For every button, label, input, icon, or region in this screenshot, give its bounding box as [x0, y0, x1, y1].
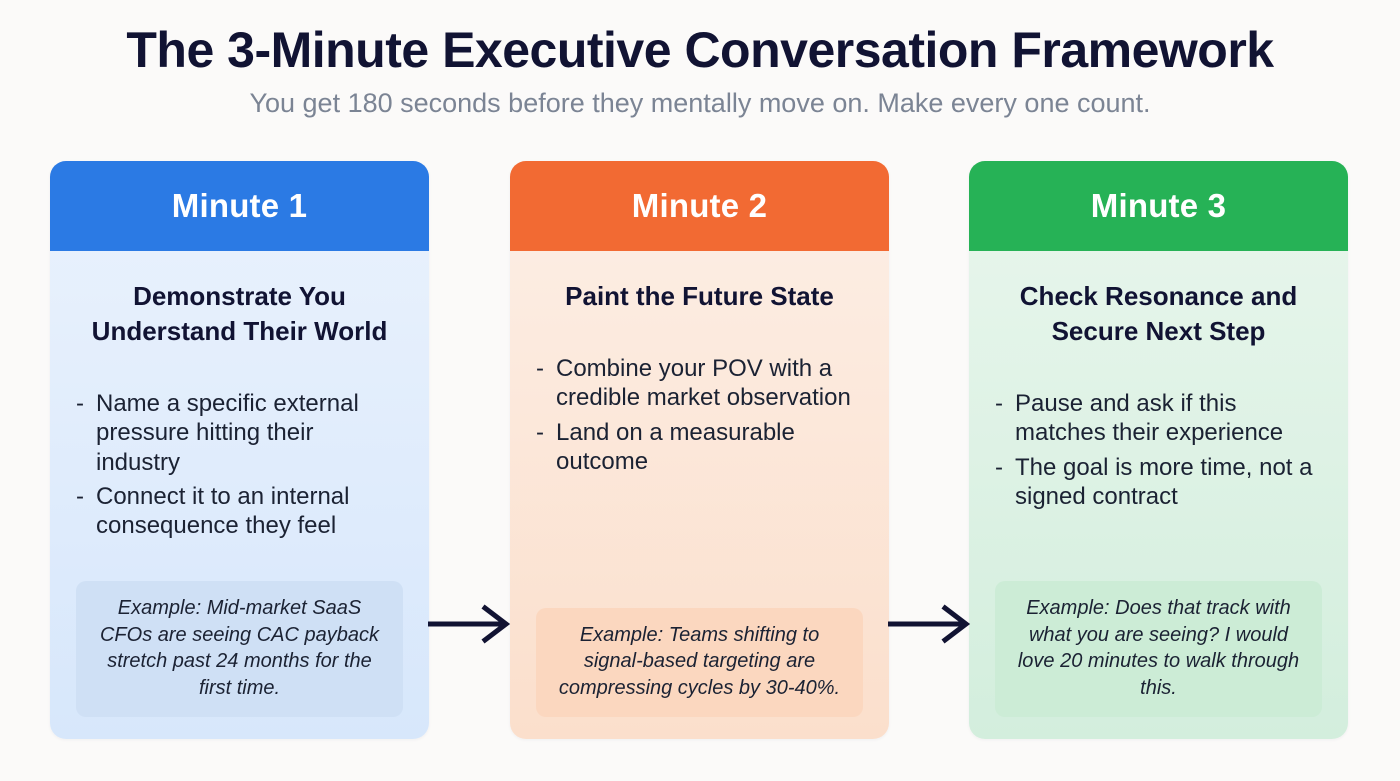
framework-cards-row: Minute 1 Demonstrate You Understand Thei… [0, 161, 1400, 741]
card-subtitle-minute-2: Paint the Future State [565, 281, 834, 311]
bullet-text: Name a specific external pressure hittin… [96, 390, 359, 476]
bullet-dash-icon: - [76, 390, 84, 418]
card-body-minute-2: Paint the Future State - Combine your PO… [510, 251, 889, 739]
bullet-list-minute-2: - Combine your POV with a credible marke… [536, 354, 863, 608]
card-header-minute-2: Minute 2 [510, 161, 889, 251]
card-header-minute-1: Minute 1 [50, 161, 429, 251]
bullet-dash-icon: - [76, 482, 84, 510]
bullet-text: Connect it to an internal consequence th… [96, 482, 350, 540]
card-body-minute-1: Demonstrate You Understand Their World -… [50, 251, 429, 739]
bullet-dash-icon: - [536, 418, 544, 446]
bullet-text: Pause and ask if this matches their expe… [1015, 390, 1284, 447]
bullet-list-minute-1: - Name a specific external pressure hitt… [76, 389, 403, 581]
page-header: The 3-Minute Executive Conversation Fram… [0, 0, 1400, 119]
card-minute-2[interactable]: Minute 2 Paint the Future State - Combin… [510, 161, 889, 739]
page-subtitle: You get 180 seconds before they mentally… [249, 88, 1151, 118]
list-item: - Connect it to an internal consequence … [76, 482, 403, 541]
list-item: - Combine your POV with a credible marke… [536, 354, 863, 413]
arrow-right-icon [428, 604, 511, 644]
list-item: - Pause and ask if this matches their ex… [995, 389, 1322, 448]
page-title: The 3-Minute Executive Conversation Fram… [126, 22, 1274, 78]
list-item: - Land on a measurable outcome [536, 418, 863, 477]
example-box-minute-1: Example: Mid-market SaaS CFOs are seeing… [76, 581, 403, 717]
bullet-dash-icon: - [536, 355, 544, 383]
bullet-text: Combine your POV with a credible market … [556, 355, 851, 412]
bullet-dash-icon: - [995, 453, 1003, 481]
card-subtitle-minute-1: Demonstrate You Understand Their World [91, 281, 388, 347]
bullet-dash-icon: - [995, 390, 1003, 418]
example-box-minute-2: Example: Teams shifting to signal-based … [536, 607, 863, 717]
card-minute-3[interactable]: Minute 3 Check Resonance and Secure Next… [969, 161, 1348, 739]
list-item: - Name a specific external pressure hitt… [76, 389, 403, 477]
example-box-minute-3: Example: Does that track with what you a… [995, 581, 1322, 717]
card-subtitle-minute-3: Check Resonance and Secure Next Step [1019, 281, 1298, 347]
list-item: - The goal is more time, not a signed co… [995, 453, 1322, 512]
card-header-minute-3: Minute 3 [969, 161, 1348, 251]
bullet-text: Land on a measurable outcome [556, 418, 795, 475]
arrow-right-icon [888, 604, 971, 644]
bullet-list-minute-3: - Pause and ask if this matches their ex… [995, 389, 1322, 581]
bullet-text: The goal is more time, not a signed cont… [1015, 453, 1313, 510]
card-body-minute-3: Check Resonance and Secure Next Step - P… [969, 251, 1348, 739]
card-minute-1[interactable]: Minute 1 Demonstrate You Understand Thei… [50, 161, 429, 739]
